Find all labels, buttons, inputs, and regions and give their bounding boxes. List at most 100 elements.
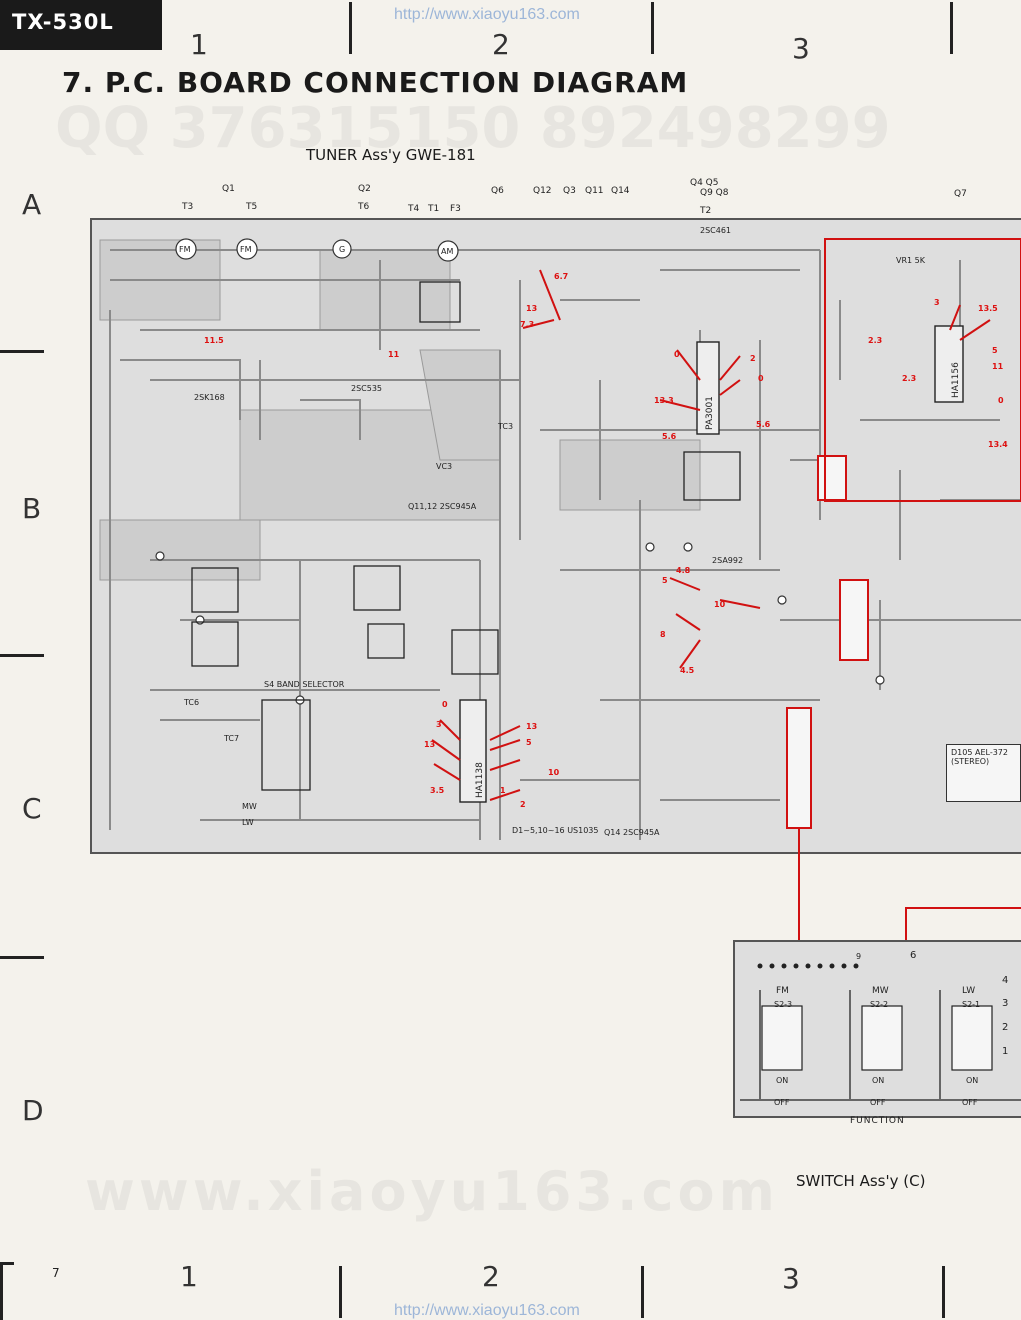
voltage-label: 13.5 bbox=[978, 304, 998, 313]
top-ref: Q14 bbox=[611, 186, 630, 196]
top-ref: T2 bbox=[700, 206, 712, 216]
board-subtitle: TUNER Ass'y GWE-181 bbox=[306, 146, 476, 164]
switch-pin: 1 bbox=[1002, 1046, 1009, 1057]
component-label: VR1 5K bbox=[896, 256, 925, 265]
page-title: 7. P.C. BOARD CONNECTION DIAGRAM bbox=[62, 66, 689, 99]
voltage-label: 4.8 bbox=[676, 566, 691, 575]
top-ref: Q9 Q8 bbox=[700, 188, 729, 198]
page-number: 7 bbox=[52, 1266, 60, 1280]
svg-text:FM: FM bbox=[179, 245, 191, 254]
voltage-label: 2.3 bbox=[902, 374, 917, 383]
voltage-label: 13.4 bbox=[988, 440, 1008, 449]
voltage-label: 0 bbox=[758, 374, 764, 383]
grid-divider bbox=[651, 2, 654, 54]
grid-column-1-top: 1 bbox=[190, 28, 208, 61]
top-ref: T1 bbox=[428, 204, 440, 214]
switch-section-ref: S2-1 bbox=[962, 1000, 981, 1009]
voltage-label: 13 bbox=[424, 740, 436, 749]
top-ref: T5 bbox=[246, 202, 258, 212]
voltage-label: 11.5 bbox=[204, 336, 224, 345]
voltage-label: 5 bbox=[526, 738, 532, 747]
component-label: 2SK168 bbox=[194, 393, 225, 402]
svg-text:PA3001: PA3001 bbox=[705, 396, 715, 430]
component-label: TC6 bbox=[184, 698, 200, 707]
switch-off-label: OFF bbox=[870, 1098, 886, 1107]
switch-on-label: ON bbox=[776, 1076, 789, 1085]
grid-divider bbox=[641, 1266, 644, 1318]
grid-column-2-bottom: 2 bbox=[482, 1260, 500, 1293]
switch-off-label: OFF bbox=[774, 1098, 790, 1107]
ic-pa3001 bbox=[696, 341, 720, 435]
voltage-label: 0 bbox=[674, 350, 680, 359]
voltage-label: 13 bbox=[526, 722, 538, 731]
grid-column-3-top: 3 bbox=[792, 32, 810, 65]
switch-on-label: ON bbox=[872, 1076, 885, 1085]
voltage-label: 0 bbox=[998, 396, 1004, 405]
grid-corner bbox=[0, 1262, 3, 1320]
component-label: 2SC461 bbox=[700, 226, 732, 235]
voltage-label: 0 bbox=[442, 700, 448, 709]
component-label: VC3 bbox=[436, 462, 453, 471]
top-ref: Q2 bbox=[358, 184, 371, 194]
grid-divider bbox=[349, 2, 352, 54]
voltage-label: 5 bbox=[662, 576, 668, 585]
ic-ha1156 bbox=[934, 325, 964, 403]
component-label: D1~5,10~16 US1035 bbox=[512, 826, 599, 835]
component-label: Q11,12 2SC945A bbox=[408, 502, 477, 511]
voltage-label: 13.3 bbox=[654, 396, 674, 405]
switch-section-name: MW bbox=[872, 986, 889, 996]
stereo-indicator-box: D105 AEL-372 (STEREO) bbox=[946, 744, 1021, 802]
copper-area bbox=[319, 249, 451, 331]
grid-column-1-bottom: 1 bbox=[180, 1260, 198, 1293]
voltage-label: 4.5 bbox=[680, 666, 695, 675]
component-label: TC7 bbox=[224, 734, 240, 743]
voltage-label: 5.6 bbox=[662, 432, 677, 441]
switch-section-ref: S2-3 bbox=[774, 1000, 793, 1009]
switch-assembly-title: SWITCH Ass'y (C) bbox=[796, 1172, 926, 1190]
component-label: Q14 2SC945A bbox=[604, 828, 660, 837]
voltage-label: 3.5 bbox=[430, 786, 445, 795]
svg-text:FM: FM bbox=[240, 245, 252, 254]
connector-pin-count: 9 bbox=[856, 952, 862, 961]
voltage-label: 8 bbox=[660, 630, 666, 639]
voltage-label: 3 bbox=[436, 720, 442, 729]
top-ref: Q4 Q5 bbox=[690, 178, 719, 188]
grid-row-c: C bbox=[22, 792, 42, 825]
switch-on-label: ON bbox=[966, 1076, 979, 1085]
grid-divider bbox=[339, 1266, 342, 1318]
voltage-label: 2.3 bbox=[868, 336, 883, 345]
model-badge: TX-530L bbox=[0, 0, 162, 50]
top-ref: Q3 bbox=[563, 186, 576, 196]
grid-row-b: B bbox=[22, 492, 42, 525]
source-url-bottom: http://www.xiaoyu163.com bbox=[394, 1302, 580, 1319]
ic-ha1138 bbox=[459, 699, 487, 803]
grid-row-divider bbox=[0, 350, 44, 353]
component-label: LW bbox=[242, 818, 254, 827]
voltage-label: 5 bbox=[992, 346, 998, 355]
svg-text:AM: AM bbox=[441, 247, 453, 256]
top-ref: Q7 bbox=[954, 189, 967, 199]
switch-pin: 3 bbox=[1002, 998, 1009, 1009]
top-ref: T6 bbox=[358, 202, 370, 212]
top-ref: T4 bbox=[408, 204, 420, 214]
switch-pin: 6 bbox=[910, 950, 917, 961]
svg-text:G: G bbox=[339, 245, 345, 254]
grid-row-a: A bbox=[22, 188, 42, 221]
voltage-label: 2 bbox=[520, 800, 526, 809]
voltage-label: 2 bbox=[750, 354, 756, 363]
top-ref: Q1 bbox=[222, 184, 235, 194]
top-ref: T3 bbox=[182, 202, 194, 212]
switch-pin: 4 bbox=[1002, 975, 1009, 986]
grid-row-d: D bbox=[22, 1094, 44, 1127]
switch-section-ref: S2-2 bbox=[870, 1000, 889, 1009]
component-label: S4 BAND SELECTOR bbox=[264, 680, 345, 689]
watermark-bottom: www.xiaoyu163.com bbox=[85, 1160, 779, 1223]
top-ref: Q6 bbox=[491, 186, 504, 196]
grid-column-2-top: 2 bbox=[492, 28, 510, 61]
watermark-top: QQ 376315150 892498299 bbox=[55, 96, 891, 161]
voltage-label: 3 bbox=[934, 298, 940, 307]
grid-corner bbox=[0, 1262, 14, 1265]
voltage-label: 1 bbox=[500, 786, 506, 795]
component-label: MW bbox=[242, 802, 257, 811]
